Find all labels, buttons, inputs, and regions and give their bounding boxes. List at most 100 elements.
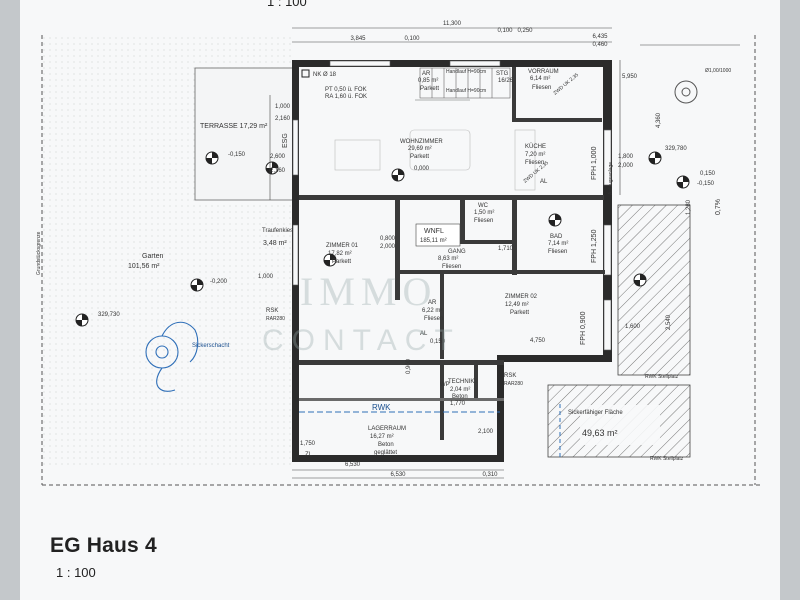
door-1710: 1,710	[498, 246, 514, 252]
room-technik-area: 2,04 m²	[450, 387, 470, 393]
dim-1000: 1,000	[258, 274, 274, 280]
level-0200: -0,200	[210, 279, 228, 285]
slope-label: 0,7%	[715, 199, 722, 215]
dim-bottom-6530: 6,530	[390, 472, 406, 478]
note-fph1: FPH 1,000	[591, 146, 598, 180]
top-scale-label: 1 : 100	[267, 0, 307, 9]
dim-top-w1: 0,100	[404, 36, 420, 42]
room-lagerraum-area: 16,27 m²	[370, 434, 394, 440]
door-800: 0,800	[380, 236, 396, 242]
wnfl-label: WNFL	[424, 228, 444, 235]
room-kueche-floor: Fliesen	[525, 160, 544, 166]
room-gang-floor: Fliesen	[442, 264, 461, 270]
room-technik-name: TECHNIK	[448, 379, 474, 385]
door-900: 0,900	[406, 358, 412, 374]
room-kueche-area: 7,20 m²	[525, 152, 545, 158]
dim-r-2000: 2,000	[618, 163, 634, 169]
note-grundgrenze: Grundstücksgrenze	[36, 231, 42, 275]
dim-side-2600: 2,600	[270, 154, 286, 160]
note-rwk-stellplatz2: RWK Stellplatz	[650, 456, 684, 462]
room-traufe-area: 3,48 m²	[263, 240, 287, 247]
dim-6530: 6,530	[345, 462, 361, 468]
room-wohnzimmer-floor: Parkett	[410, 154, 429, 160]
room-gang-name: GANG	[448, 249, 466, 255]
dim-0150: 0,150	[430, 339, 446, 345]
room-lagerraum-name: LAGERRAUM	[368, 426, 406, 432]
room-wohnzimmer-level: 0,000	[414, 166, 430, 172]
note-nw1000: Ø1,00/1000	[705, 68, 731, 74]
wnfl-area: 185,11 m²	[420, 238, 447, 244]
room-vorraum-floor: Fliesen	[532, 85, 551, 91]
note-handlauf1: Handlauf H=90cm	[446, 69, 486, 75]
room-stg: STG	[496, 71, 509, 77]
room-bad-name: BAD	[550, 234, 563, 240]
dim-r-1600: 1,600	[625, 324, 641, 330]
note-rwk: RWK	[372, 403, 391, 412]
note-rsk2b: RAR280	[504, 381, 523, 387]
room-ar-mid-name: AR	[428, 300, 437, 306]
dim-top-r: 0,460	[592, 42, 608, 48]
door-2000: 2,000	[380, 244, 396, 250]
staircase	[415, 67, 511, 101]
watermark-line2: CONTACT	[262, 324, 461, 357]
well-icon	[674, 80, 698, 104]
dim-side-2160: 2,160	[275, 116, 291, 122]
note-aufzug: Aufzugsanlage	[608, 162, 614, 195]
note-rwk-stellplatz1: RWK Stellplatz	[645, 374, 679, 380]
level-329780: 329,780	[665, 146, 687, 152]
room-garten-name: Garten	[142, 253, 164, 260]
door-1770: 1,770	[450, 401, 466, 407]
note-sickerschacht: Sickerschacht	[192, 343, 230, 349]
seepage-shaft-icon	[145, 321, 199, 392]
room-zimmer2-floor: Parkett	[510, 310, 529, 316]
room-wohnzimmer-name: WOHNZIMMER	[400, 139, 443, 145]
dim-r-1280: 1,280	[686, 199, 692, 215]
note-esg: ESG	[282, 133, 289, 148]
note-rsk1b: RAR280	[266, 316, 285, 322]
note-fph3: FPH 0,900	[580, 311, 587, 345]
room-lagerraum-floor2: geglättet	[374, 450, 397, 456]
room-ar-top-area: 0,85 m²	[418, 78, 438, 84]
dim-top-total: 11,300	[443, 21, 462, 27]
room-wohnzimmer-area: 29,69 m²	[408, 146, 432, 152]
room-zimmer2-name: ZIMMER 02	[505, 294, 538, 300]
parking-space-1	[617, 204, 691, 376]
room-ar-top-floor: Parkett	[420, 86, 439, 92]
room-vorraum-area: 6,14 m²	[530, 76, 550, 82]
area-sicker-name: Sickerfähiger Fläche	[568, 410, 623, 416]
note-al2: AL	[420, 331, 428, 337]
note-ra: RA 1,60 ü. FOK	[325, 94, 367, 100]
room-ar-top-name: AR	[422, 71, 431, 77]
room-kueche-name: KÜCHE	[525, 143, 546, 150]
dim-top-w3: 0,250	[517, 28, 533, 34]
room-wc-floor: Fliesen	[474, 218, 493, 224]
interior-walls	[299, 67, 605, 440]
dimension-lines	[269, 27, 740, 479]
dim-bottom-0310: 0,310	[482, 472, 498, 478]
room-zimmer1-area: 17,82 m²	[328, 251, 352, 257]
dim-side-1000: 1,000	[275, 104, 291, 110]
page-title: EG Haus 4	[50, 534, 157, 557]
scale-label: 1 : 100	[56, 565, 96, 580]
terrace-area	[194, 67, 296, 201]
note-fph2: FPH 1,250	[591, 229, 598, 263]
note-rsk1: RSK	[266, 308, 278, 314]
room-gang-area: 8,63 m²	[438, 256, 458, 262]
room-zimmer1-floor: Parkett	[332, 259, 351, 265]
room-zimmer2-area: 12,49 m²	[505, 302, 529, 308]
wnfl-box	[415, 223, 461, 247]
room-technik-floor: Beton	[452, 394, 468, 400]
room-terrasse: TERRASSE 17,29 m²	[200, 123, 268, 130]
room-ar-mid-area: 6,22 m²	[422, 308, 442, 314]
dim-top-c: 6,435	[592, 34, 608, 40]
room-ar-mid-floor: Fliesen	[424, 316, 443, 322]
dim-top-w2: 0,100	[497, 28, 513, 34]
room-zimmer1-name: ZIMMER 01	[326, 243, 359, 249]
dim-r-2540: 2,540	[666, 314, 672, 330]
level-0150: -0,150	[228, 152, 246, 158]
room-garten-area: 101,56 m²	[128, 263, 160, 270]
dim-r-4360: 4,360	[656, 112, 662, 128]
dim-top-left: 3,845	[350, 36, 366, 42]
